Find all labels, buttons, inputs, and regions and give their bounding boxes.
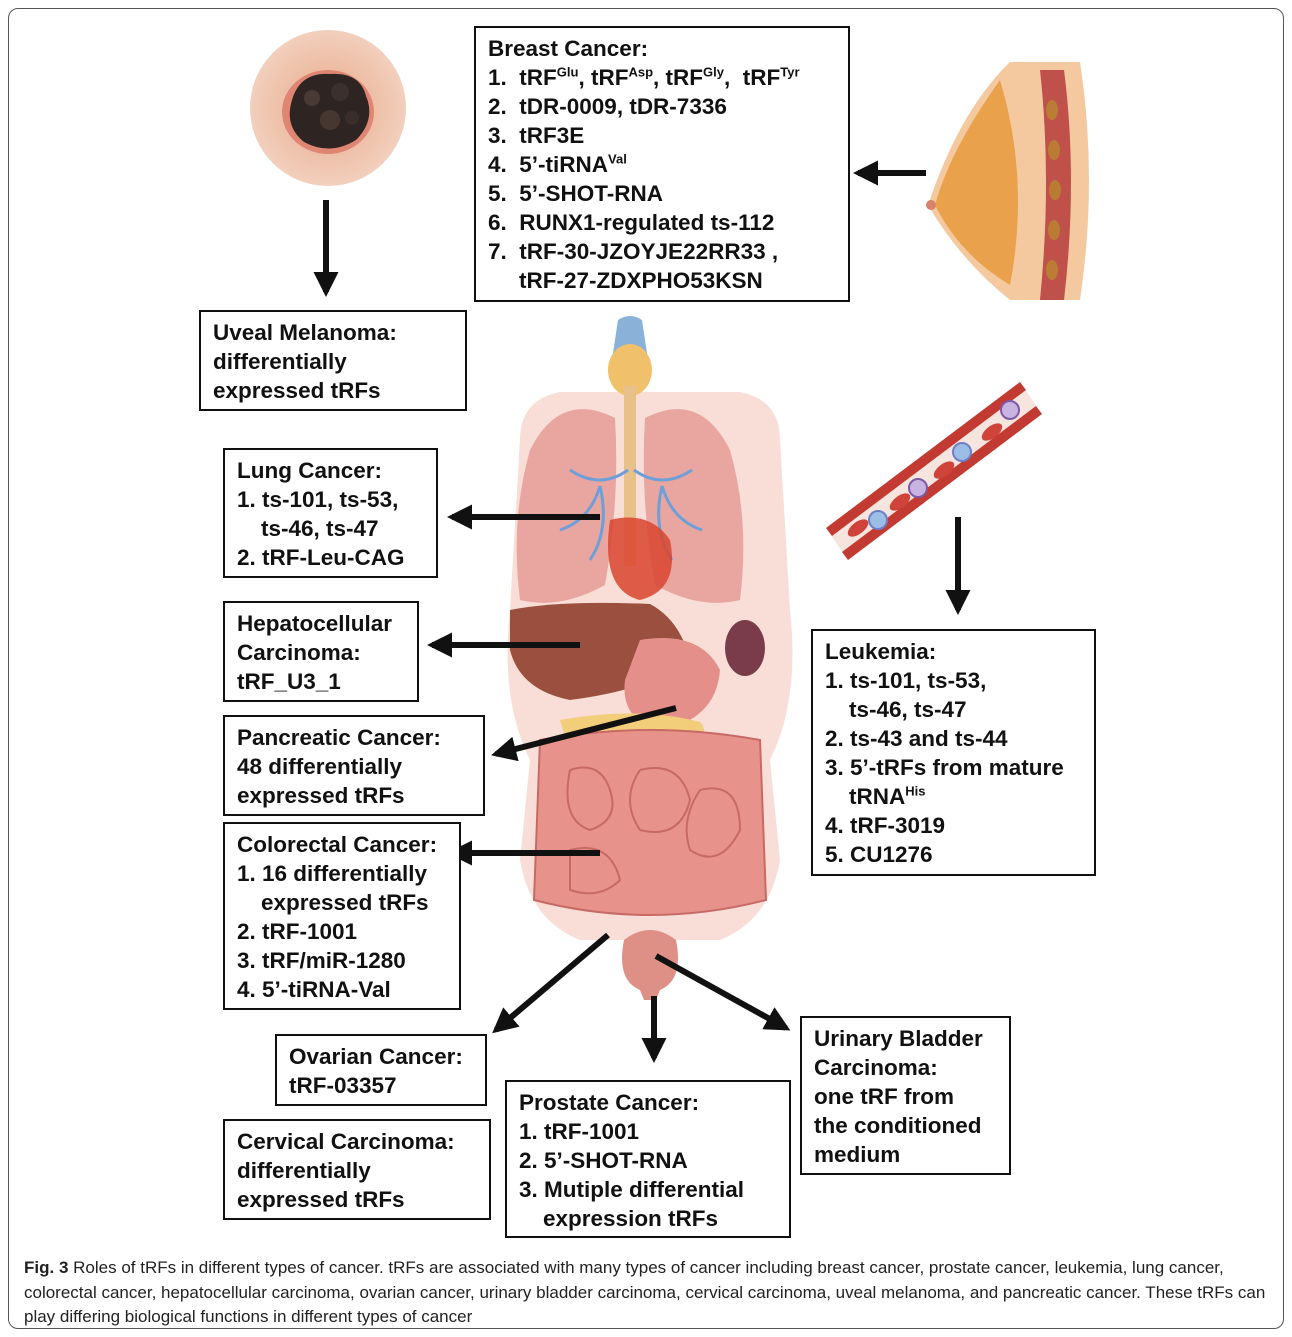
prostate-item-3-cont: expression tRFs <box>519 1204 779 1233</box>
leukemia-item-1-cont: ts-46, ts-47 <box>825 695 1084 724</box>
lung-item-1-cont: ts-46, ts-47 <box>237 514 426 543</box>
cervical-line-3: expressed tRFs <box>237 1185 479 1214</box>
leukemia-title: Leukemia: <box>825 637 1084 666</box>
breast-item-2: 2. tDR-0009, tDR-7336 <box>488 92 838 121</box>
breast-cancer-title: Breast Cancer: <box>488 34 838 63</box>
leukemia-item-1: 1. ts-101, ts-53, <box>825 666 1084 695</box>
melanoma-skin-icon <box>250 30 406 186</box>
ovarian-box: Ovarian Cancer: tRF-03357 <box>275 1034 487 1106</box>
pancreatic-line-2: 48 differentially <box>237 752 473 781</box>
leukemia-item-5: 5. CU1276 <box>825 840 1084 869</box>
hcc-line-1: Hepatocellular <box>237 609 407 638</box>
pancreatic-box: Pancreatic Cancer: 48 differentially exp… <box>223 715 485 816</box>
colorectal-item-3: 3. tRF/miR-1280 <box>237 946 449 975</box>
lung-title: Lung Cancer: <box>237 456 426 485</box>
hepatocellular-box: Hepatocellular Carcinoma: tRF_U3_1 <box>223 601 419 702</box>
prostate-box: Prostate Cancer: 1. tRF-1001 2. 5’-SHOT-… <box>505 1080 791 1238</box>
prostate-item-1: 1. tRF-1001 <box>519 1117 779 1146</box>
colorectal-item-2: 2. tRF-1001 <box>237 917 449 946</box>
prostate-item-3: 3. Mutiple differential <box>519 1175 779 1204</box>
breast-item-7-cont: tRF-27-ZDXPHO53KSN <box>488 266 838 295</box>
cervical-line-2: differentially <box>237 1156 479 1185</box>
caption-text: Roles of tRFs in different types of canc… <box>24 1258 1265 1326</box>
hcc-line-3: tRF_U3_1 <box>237 667 407 696</box>
uveal-melanoma-box: Uveal Melanoma: differentially expressed… <box>199 310 467 411</box>
leukemia-item-3: 3. 5’-tRFs from mature <box>825 753 1084 782</box>
colorectal-item-4: 4. 5’-tiRNA-Val <box>237 975 449 1004</box>
breast-item-7: 7. tRF-30-JZOYJE22RR33 , <box>488 237 838 266</box>
bladder-line-4: the conditioned <box>814 1111 999 1140</box>
bladder-line-5: medium <box>814 1140 999 1169</box>
cervical-title: Cervical Carcinoma: <box>237 1127 479 1156</box>
bladder-line-2: Carcinoma: <box>814 1053 999 1082</box>
leukemia-item-4: 4. tRF-3019 <box>825 811 1084 840</box>
breast-cancer-box: Breast Cancer: 1. tRFGlu, tRFAsp, tRFGly… <box>474 26 850 302</box>
colorectal-box: Colorectal Cancer: 1. 16 differentially … <box>223 822 461 1010</box>
uveal-line-2: differentially <box>213 347 455 376</box>
breast-anatomy-icon <box>926 62 1089 300</box>
leukemia-item-3-cont: tRNAHis <box>825 782 1084 811</box>
caption-label: Fig. 3 <box>24 1258 68 1277</box>
breast-item-3: 3. tRF3E <box>488 121 838 150</box>
prostate-title: Prostate Cancer: <box>519 1088 779 1117</box>
lung-cancer-box: Lung Cancer: 1. ts-101, ts-53, ts-46, ts… <box>223 448 438 578</box>
lung-item-1: 1. ts-101, ts-53, <box>237 485 426 514</box>
uveal-title: Uveal Melanoma: <box>213 318 455 347</box>
prostate-item-2: 2. 5’-SHOT-RNA <box>519 1146 779 1175</box>
colorectal-title: Colorectal Cancer: <box>237 830 449 859</box>
uveal-line-3: expressed tRFs <box>213 376 455 405</box>
cervical-box: Cervical Carcinoma: differentially expre… <box>223 1119 491 1220</box>
breast-item-4: 4. 5’-tiRNAVal <box>488 150 838 179</box>
bladder-line-3: one tRF from <box>814 1082 999 1111</box>
breast-item-5: 5. 5’-SHOT-RNA <box>488 179 838 208</box>
colorectal-item-1: 1. 16 differentially <box>237 859 449 888</box>
hcc-line-2: Carcinoma: <box>237 638 407 667</box>
bladder-box: Urinary Bladder Carcinoma: one tRF from … <box>800 1016 1011 1175</box>
colorectal-item-1-cont: expressed tRFs <box>237 888 449 917</box>
figure-caption: Fig. 3 Roles of tRFs in different types … <box>24 1256 1276 1330</box>
human-organs-icon <box>508 316 793 1000</box>
breast-item-6: 6. RUNX1-regulated ts-112 <box>488 208 838 237</box>
blood-vessel-icon <box>826 382 1042 560</box>
ovarian-line-2: tRF-03357 <box>289 1071 475 1100</box>
pancreatic-line-3: expressed tRFs <box>237 781 473 810</box>
pancreatic-title: Pancreatic Cancer: <box>237 723 473 752</box>
ovarian-title: Ovarian Cancer: <box>289 1042 475 1071</box>
lung-item-2: 2. tRF-Leu-CAG <box>237 543 426 572</box>
arrow-bladder <box>656 956 786 1028</box>
leukemia-box: Leukemia: 1. ts-101, ts-53, ts-46, ts-47… <box>811 629 1096 876</box>
leukemia-item-2: 2. ts-43 and ts-44 <box>825 724 1084 753</box>
bladder-title: Urinary Bladder <box>814 1024 999 1053</box>
arrow-ovarian <box>496 935 608 1030</box>
breast-item-1: 1. tRFGlu, tRFAsp, tRFGly, tRFTyr <box>488 63 838 92</box>
